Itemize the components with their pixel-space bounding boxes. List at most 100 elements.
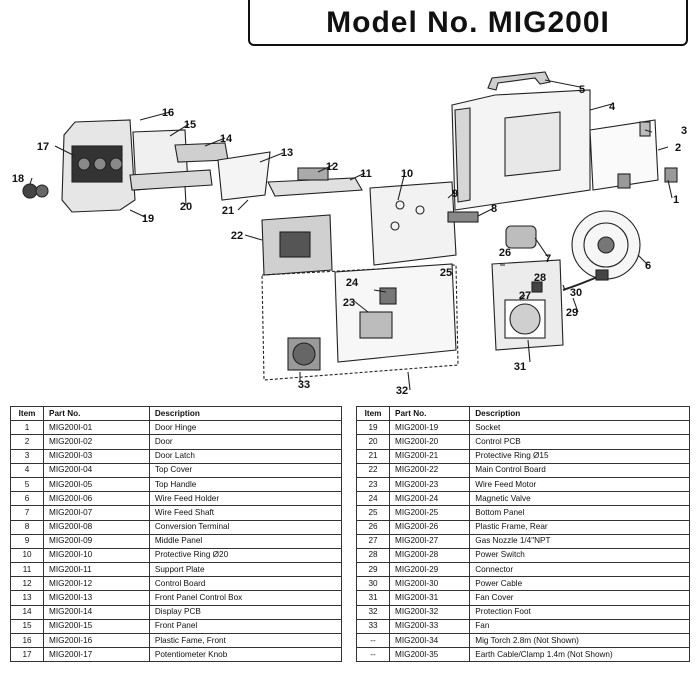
- callout-label: 4: [609, 101, 616, 113]
- magnetic-valve-drawing: [379, 287, 397, 305]
- callout-label: 5: [579, 84, 585, 96]
- col-header-description: Description: [148, 405, 343, 422]
- cell-part-no: MIG200I-21: [388, 448, 471, 464]
- wire-feed-shaft-drawing: [505, 225, 537, 249]
- cell-part-no: MIG200I-27: [388, 533, 471, 549]
- cell-description: Wire Feed Motor: [469, 476, 690, 493]
- callout-label: 23: [343, 297, 355, 309]
- cell-description: Plastic Fame, Front: [148, 632, 343, 649]
- cell-part-no: MIG200I-17: [43, 647, 150, 663]
- cell-item: 21: [356, 448, 390, 464]
- cell-item: 1: [10, 420, 44, 436]
- cell-item: 33: [356, 618, 390, 635]
- cell-part-no: MIG200I-30: [388, 576, 471, 592]
- cell-description: Door Latch: [148, 448, 343, 464]
- middle-panel-drawing: [369, 181, 457, 266]
- cell-item: --: [356, 647, 390, 663]
- cell-item: 28: [356, 547, 390, 564]
- callout-label: 13: [281, 147, 293, 159]
- cell-item: 16: [10, 632, 44, 649]
- power-cable-drawing: [562, 275, 601, 291]
- cell-part-no: MIG200I-08: [43, 519, 150, 535]
- cell-description: Top Handle: [148, 476, 343, 493]
- callout-label: 31: [514, 361, 526, 373]
- table-header-row: Item Part No. Description: [356, 405, 690, 422]
- cell-item: --: [356, 632, 390, 649]
- callout-label: 21: [222, 205, 234, 217]
- cell-part-no: MIG200I-03: [43, 448, 150, 464]
- cell-description: Bottom Panel: [469, 505, 690, 521]
- callout-label: 9: [452, 188, 458, 200]
- cell-description: Front Panel: [148, 618, 343, 635]
- cell-description: Support Plate: [148, 562, 343, 578]
- cell-item: 26: [356, 519, 390, 535]
- callout-label: 32: [396, 385, 408, 397]
- cell-item: 12: [10, 576, 44, 592]
- callout-label: 7: [545, 253, 551, 265]
- cell-item: 11: [10, 562, 44, 578]
- callout-label: 18: [12, 173, 24, 185]
- cell-part-no: MIG200I-12: [43, 576, 150, 592]
- cell-description: Wire Feed Shaft: [148, 505, 343, 521]
- cell-part-no: MIG200I-02: [43, 434, 150, 450]
- cell-description: Gas Nozzle 1/4"NPT: [469, 533, 690, 549]
- cell-part-no: MIG200I-20: [388, 434, 471, 450]
- fan-cover-drawing: [509, 303, 541, 335]
- cell-part-no: MIG200I-28: [388, 547, 471, 564]
- callout-label: 14: [220, 133, 233, 145]
- cell-item: 25: [356, 505, 390, 521]
- cell-description: Power Cable: [469, 576, 690, 592]
- cell-part-no: MIG200I-04: [43, 462, 150, 478]
- cell-item: 24: [356, 491, 390, 507]
- cell-description: Control Board: [148, 576, 343, 592]
- cell-item: 2: [10, 434, 44, 450]
- cell-item: 10: [10, 547, 44, 564]
- cell-item: 19: [356, 420, 390, 436]
- control-pcb-drawing: [129, 169, 213, 191]
- callout-label: 33: [298, 379, 310, 391]
- cell-item: 14: [10, 604, 44, 620]
- cell-description: Control PCB: [469, 434, 690, 450]
- cell-part-no: MIG200I-25: [388, 505, 471, 521]
- col-header-item: Item: [356, 405, 390, 422]
- cell-item: 15: [10, 618, 44, 635]
- cell-part-no: MIG200I-19: [388, 420, 471, 436]
- cell-item: 17: [10, 647, 44, 663]
- callout-label: 6: [645, 260, 651, 272]
- cell-part-no: MIG200I-24: [388, 491, 471, 507]
- callout-label: 20: [180, 201, 192, 213]
- model-title: Model No. MIG200I: [326, 6, 610, 39]
- callout-label: 10: [401, 168, 413, 180]
- cell-part-no: MIG200I-01: [43, 420, 150, 436]
- cell-description: Front Panel Control Box: [148, 590, 343, 606]
- cell-description: Earth Cable/Clamp 1.4m (Not Shown): [469, 647, 690, 663]
- callout-label: 12: [326, 161, 338, 173]
- callout-label: 28: [534, 272, 546, 284]
- callout-label: 3: [681, 125, 687, 137]
